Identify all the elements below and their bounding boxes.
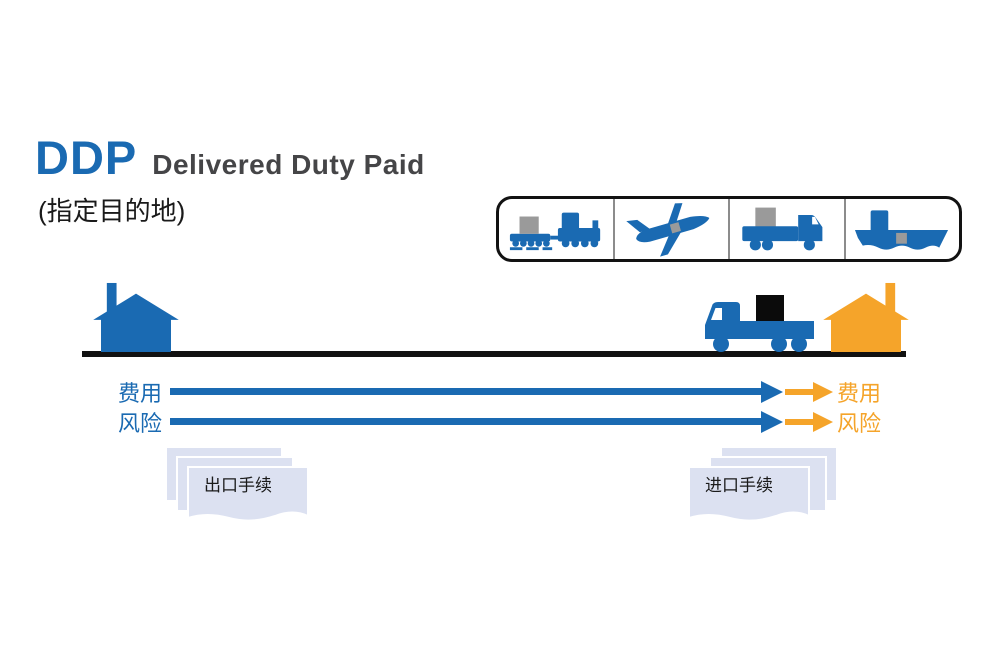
timeline-ground-line	[82, 351, 906, 357]
incoterm-full-name: Delivered Duty Paid	[152, 149, 425, 180]
transport-cell-ship	[843, 199, 960, 259]
plane-icon	[626, 203, 710, 257]
costs-arrowhead-orange	[813, 382, 833, 402]
costs-arrow-seller-segment	[170, 388, 763, 395]
import-procedures-documents: 进口手续	[688, 446, 838, 532]
buyer-destination-icon	[823, 282, 909, 352]
risk-label-seller: 风险	[118, 411, 163, 436]
incoterm-abbreviation: DDP	[35, 131, 138, 184]
costs-label-seller: 费用	[118, 381, 163, 406]
risk-arrow-row: 风险 风险	[0, 411, 1000, 439]
risk-arrow-seller-segment	[170, 418, 763, 425]
risk-arrowhead-orange	[813, 412, 833, 432]
transport-cell-truck	[728, 199, 844, 259]
costs-label-buyer: 费用	[837, 381, 882, 406]
risk-arrowhead-blue	[761, 411, 783, 433]
train-icon	[509, 212, 600, 251]
risk-label-buyer: 风险	[837, 411, 882, 436]
page-title: DDP Delivered Duty Paid	[35, 134, 425, 181]
ship-icon	[855, 210, 949, 250]
transport-modes-box	[496, 196, 962, 262]
export-procedures-documents: 出口手续	[165, 446, 315, 532]
seller-factory-icon	[93, 282, 179, 352]
transport-cell-plane	[612, 199, 729, 259]
document-sheet-front	[688, 466, 810, 522]
named-place-subtitle: (指定目的地)	[38, 196, 186, 226]
export-procedures-label: 出口手续	[204, 476, 272, 495]
delivery-truck-icon	[705, 295, 814, 352]
costs-arrow-buyer-segment	[785, 388, 813, 395]
truck-icon	[742, 207, 823, 251]
risk-arrow-buyer-segment	[785, 418, 813, 425]
import-procedures-label: 进口手续	[705, 476, 773, 495]
costs-arrowhead-blue	[761, 381, 783, 403]
document-sheet-front	[187, 466, 309, 522]
costs-arrow-row: 费用 费用	[0, 381, 1000, 409]
cargo-box-icon	[756, 295, 784, 322]
transport-cell-train	[499, 199, 613, 259]
